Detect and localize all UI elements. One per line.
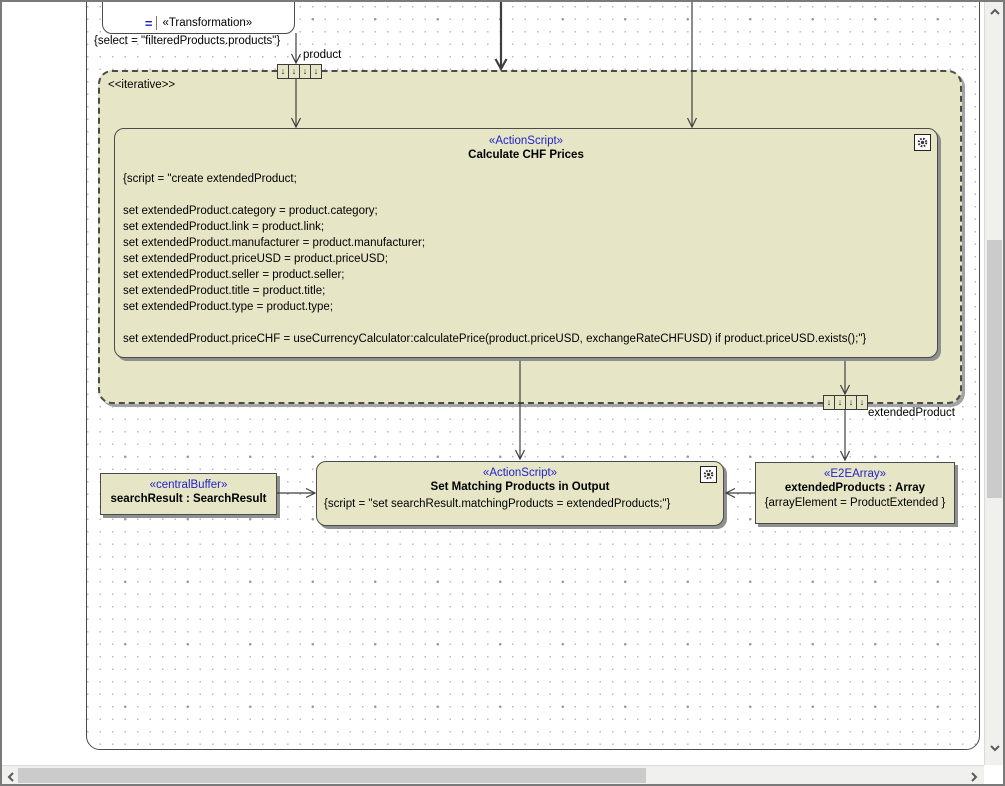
node-extended-products-array[interactable]: «E2EArray» extendedProducts : Array {arr… [755,462,955,524]
diagram-canvas[interactable]: = «Transformation» {select = "filteredPr… [2,2,984,765]
array-constraint: {arrayElement = ProductExtended } [756,496,954,511]
scroll-up-icon[interactable] [989,8,1001,16]
iterative-region-label: <<iterative>> [108,79,175,91]
set-matching-stereotype: «ActionScript» [317,466,723,480]
array-name: extendedProducts : Array [756,481,954,496]
calculate-stereotype: «ActionScript» [115,134,937,148]
scrollbar-corner [984,765,1003,784]
header-separator [156,16,157,30]
node-transformation[interactable]: = «Transformation» [102,2,295,34]
pin-arrow-icon: ↓ [857,396,867,409]
horizontal-scrollbar[interactable] [2,765,984,784]
array-stereotype: «E2EArray» [756,467,954,481]
node-calculate-chf-prices[interactable]: «ActionScript» Calculate CHF Prices {scr… [114,128,938,358]
calculate-script-body: {script = "create extendedProduct; set e… [123,171,866,347]
product-pin-label: product [303,49,341,61]
structured-node-gear-icon[interactable] [700,466,717,483]
buffer-stereotype: «centralBuffer» [101,478,276,492]
gear-glyph [702,468,715,481]
scroll-down-icon[interactable] [989,744,1001,752]
node-search-result-buffer[interactable]: «centralBuffer» searchResult : SearchRes… [100,473,277,515]
structured-node-gear-icon[interactable] [914,134,931,151]
pin-arrow-icon: ↓ [311,65,321,78]
transformation-equals-icon: = [145,17,153,30]
node-set-matching-products[interactable]: «ActionScript» Set Matching Products in … [316,461,724,526]
scroll-right-icon[interactable] [970,771,978,783]
expansion-node-extended-product-pin[interactable]: ↓↓↓↓ [823,395,868,410]
pin-arrow-icon: ↓ [824,396,835,409]
vertical-scrollbar[interactable] [984,2,1003,765]
buffer-name: searchResult : SearchResult [101,492,276,507]
set-matching-title: Set Matching Products in Output [317,480,723,495]
scroll-left-icon[interactable] [7,771,15,783]
transformation-select-constraint: {select = "filteredProducts.products"} [94,35,280,47]
pin-arrow-icon: ↓ [289,65,300,78]
vertical-scroll-thumb[interactable] [987,240,1002,498]
horizontal-scroll-thumb[interactable] [18,768,646,783]
calculate-title: Calculate CHF Prices [115,148,937,163]
pin-arrow-icon: ↓ [835,396,846,409]
transformation-stereotype: «Transformation» [162,17,252,29]
pin-arrow-icon: ↓ [300,65,311,78]
extended-product-pin-label: extendedProduct [868,407,955,419]
pin-arrow-icon: ↓ [278,65,289,78]
expansion-node-product-pin[interactable]: ↓↓↓↓ [277,64,322,79]
gear-glyph [916,136,929,149]
pin-arrow-icon: ↓ [846,396,857,409]
set-matching-script: {script = "set searchResult.matchingProd… [317,497,723,512]
